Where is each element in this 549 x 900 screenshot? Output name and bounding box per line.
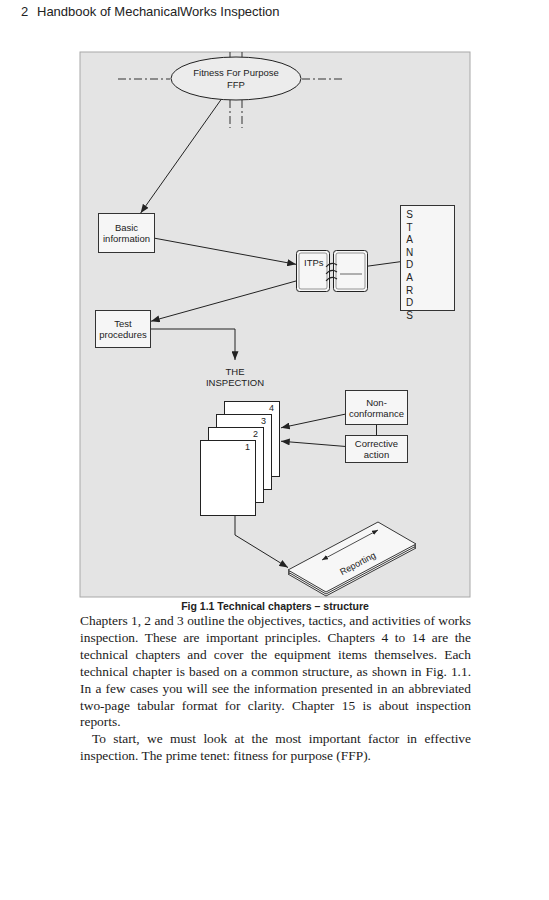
binder-ring	[326, 270, 337, 274]
ellipse-shape	[171, 57, 301, 100]
node-text: Test procedures	[97, 318, 149, 340]
centre-line	[230, 100, 231, 128]
node-text: ITPs	[304, 257, 324, 268]
running-header: Handbook of MechanicalWorks Inspection	[37, 4, 280, 19]
connector-arrow	[281, 414, 345, 428]
centre-lines	[118, 52, 342, 128]
binder-page-edge	[336, 253, 365, 289]
sheet-number: 2	[253, 429, 258, 439]
page-number: 2	[21, 4, 28, 19]
connector-arrow	[151, 329, 235, 360]
binder-page	[334, 251, 368, 292]
frame-panel	[80, 52, 470, 597]
binder-ring	[326, 263, 337, 267]
centre-line	[118, 79, 170, 80]
procedure-box: Test procedures	[95, 310, 151, 348]
binder-page-edge	[299, 253, 327, 289]
nonconformance-box: Non-conformance	[345, 390, 408, 425]
node-text: Fitness For Purpose	[193, 67, 279, 79]
connector-arrow	[155, 238, 296, 264]
node-text: Non-conformance	[347, 397, 406, 419]
inspection-stack: THE INSPECTION 4321	[190, 360, 281, 515]
centre-line	[302, 79, 342, 80]
binder-ring	[326, 277, 337, 281]
body-paragraph: Chapters 1, 2 and 3 outline the objectiv…	[80, 613, 471, 731]
node-text: Corrective action	[347, 438, 406, 460]
connector-arrow	[151, 281, 296, 321]
connector-arrow	[376, 425, 377, 435]
connector-arrow	[368, 262, 400, 266]
body-paragraph: To start, we must look at the most impor…	[80, 731, 471, 765]
node-text: FFP	[227, 79, 245, 91]
connector-arrow	[281, 441, 345, 446]
node-text: THE INSPECTION	[202, 366, 268, 388]
connector-arrow	[141, 99, 221, 213]
report-sheet	[288, 522, 416, 592]
action-box: Corrective action	[345, 435, 408, 463]
binder-page	[297, 251, 330, 292]
itp-binder: ITPs	[296, 250, 368, 292]
info-box: Basic information	[98, 213, 155, 253]
fitness-ellipse: Fitness For PurposeFFP	[170, 56, 302, 101]
body-text: Chapters 1, 2 and 3 outline the objectiv…	[80, 613, 471, 765]
binder-outline	[296, 250, 368, 292]
sheet-number: 4	[269, 403, 274, 413]
report-stack	[288, 518, 418, 596]
page-rule	[340, 274, 362, 275]
reporting-sheets: Reporting	[288, 518, 418, 596]
node-text: STANDARDS	[403, 209, 415, 322]
inspection-sheet	[201, 441, 256, 516]
sheet-number: 3	[261, 416, 266, 426]
sheet-number: 1	[245, 442, 250, 452]
node-text: Basic information	[100, 222, 153, 244]
figure-caption: Fig 1.1 Technical chapters – structure	[80, 600, 470, 612]
standards-box: STANDARDS	[400, 205, 455, 311]
connector-arrow	[235, 515, 288, 568]
centre-line	[242, 100, 243, 128]
